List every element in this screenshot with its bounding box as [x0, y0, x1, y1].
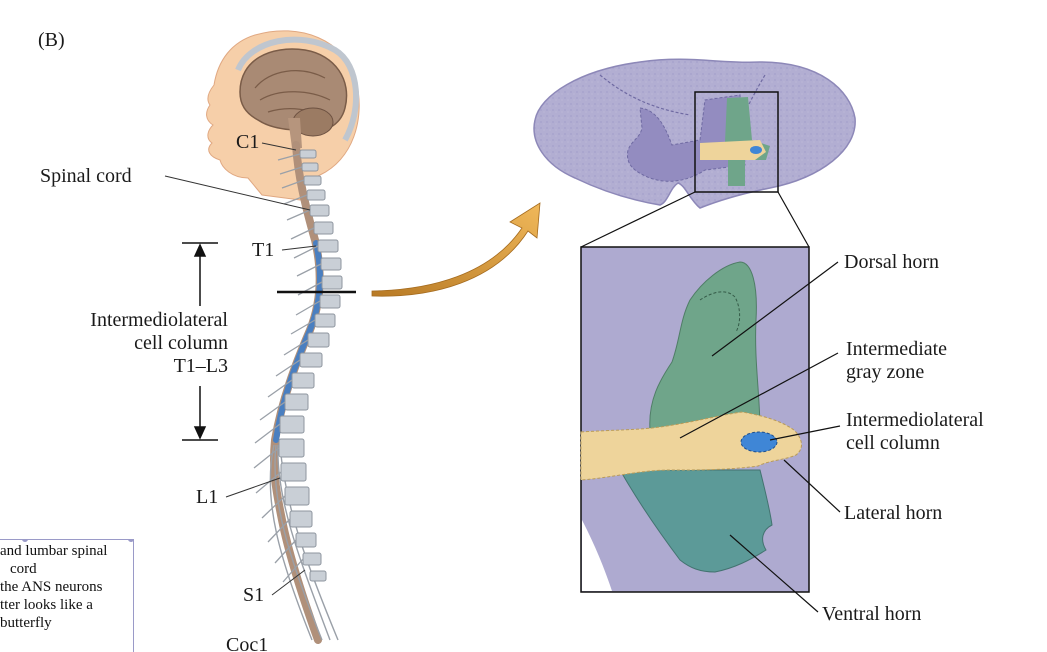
note-line: and lumbar spinal	[0, 542, 107, 560]
label-iml-line1: Intermediolateral	[846, 409, 984, 431]
label-coc1: Coc1	[226, 634, 268, 651]
panel-label: (B)	[38, 29, 65, 51]
label-iml-line2: cell column	[846, 432, 940, 454]
vertebrae	[279, 150, 342, 581]
label-intermediate-line2: gray zone	[846, 361, 924, 383]
iml-range-line1: Intermediolateral	[90, 309, 228, 331]
label-l1: L1	[196, 486, 218, 508]
label-spinal-cord: Spinal cord	[40, 165, 132, 187]
iml-range-line2: cell column	[134, 332, 228, 354]
label-lateral-horn: Lateral horn	[844, 502, 942, 524]
label-ventral-horn: Ventral horn	[822, 603, 921, 625]
iml-nucleus	[741, 432, 777, 452]
note-line: butterfly	[0, 614, 52, 632]
label-t1: T1	[252, 239, 274, 261]
label-dorsal-horn: Dorsal horn	[844, 251, 939, 273]
head-spine-illustration	[207, 31, 360, 640]
note-textbox[interactable]: and lumbar spinal cord the ANS neurons t…	[0, 539, 134, 652]
enlarged-section	[581, 247, 809, 592]
resize-handle[interactable]	[128, 539, 134, 542]
note-line: the ANS neurons	[0, 578, 103, 596]
note-line: cord	[10, 560, 37, 578]
curved-arrow	[372, 203, 540, 296]
label-s1: S1	[243, 584, 264, 606]
cross-section-top	[534, 59, 855, 208]
label-intermediate-line1: Intermediate	[846, 338, 947, 360]
label-c1: C1	[236, 131, 259, 153]
iml-range-line3: T1–L3	[174, 355, 228, 377]
zoom-connector-right	[778, 192, 809, 247]
note-line: tter looks like a	[0, 596, 93, 614]
